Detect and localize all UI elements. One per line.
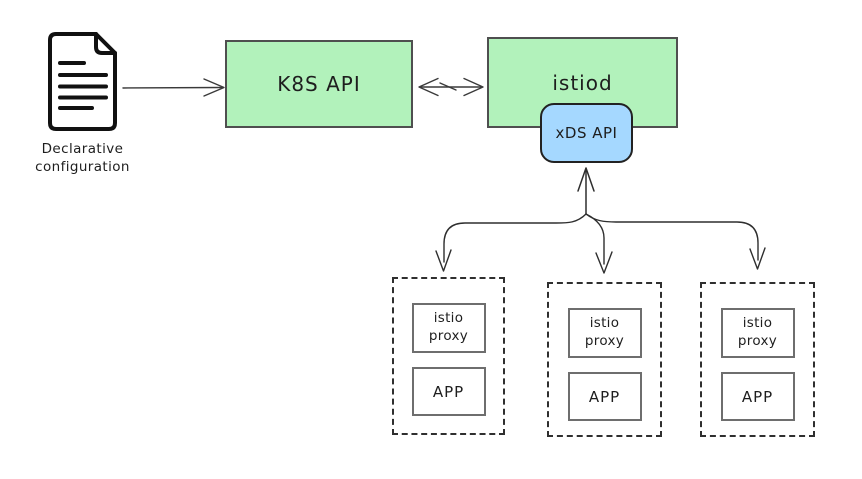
fork-middle-arrowhead [595,251,613,274]
xds-up-arrow [577,167,595,215]
app-label: APP [741,387,774,406]
fork-right-arrow [585,213,759,261]
fork-arrows [435,213,766,274]
app-box: APP [411,367,486,416]
k8s-api-box: K8S API [225,40,413,128]
fork-right-arrowhead [749,247,766,270]
app-box: APP [720,372,795,421]
k8s-api-label: K8S API [277,72,361,96]
app-label: APP [588,387,621,406]
k8s-istiod-sync-arrow [418,77,484,97]
xds-api-label: xDS API [555,124,618,142]
istio-proxy-label: istio proxy [737,315,778,349]
declarative-configuration-label: Declarative configuration [35,141,130,175]
config-to-k8s-arrow [122,78,225,97]
xds-api-box: xDS API [540,103,633,163]
fork-left-arrowhead [435,249,452,272]
app-box: APP [567,372,642,421]
pod-boundary-2: istio proxy APP [547,282,662,437]
document-icon [48,32,117,131]
pod-boundary-1: istio proxy APP [392,277,505,435]
istio-proxy-label: istio proxy [428,310,469,344]
fork-left-arrow [443,213,587,263]
istio-proxy-box: istio proxy [567,308,642,358]
pod-boundary-3: istio proxy APP [700,282,815,437]
istio-proxy-box: istio proxy [720,308,795,358]
istio-proxy-box: istio proxy [411,303,486,353]
istiod-label: istiod [552,70,613,95]
istio-proxy-label: istio proxy [584,315,625,349]
app-label: APP [432,382,465,401]
